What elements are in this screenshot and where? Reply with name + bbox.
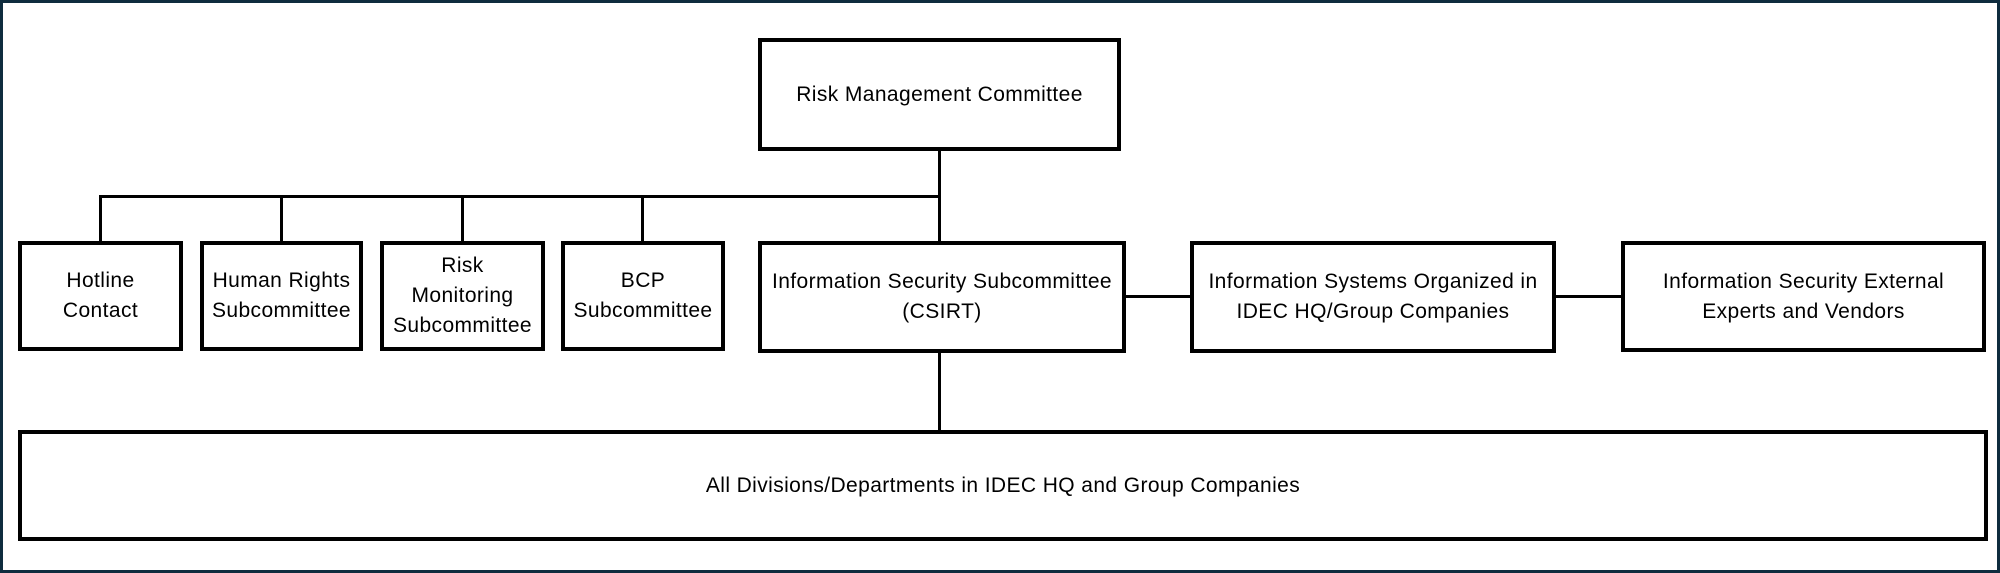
- connector-csirt-info-systems: [1124, 295, 1192, 298]
- node-risk-monitoring-subcommittee: Risk Monitoring Subcommittee: [380, 241, 545, 351]
- node-bcp-subcommittee: BCP Subcommittee: [561, 241, 725, 351]
- node-information-security-external-experts: Information Security External Experts an…: [1621, 241, 1986, 352]
- node-information-systems-idec-hq-group: Information Systems Organized in IDEC HQ…: [1190, 241, 1556, 353]
- node-information-security-subcommittee-csirt: Information Security Subcommittee (CSIRT…: [758, 241, 1126, 353]
- connector-info-systems-external: [1554, 295, 1623, 298]
- connector-drop-risk-monitoring: [461, 196, 464, 241]
- node-all-divisions-departments: All Divisions/Departments in IDEC HQ and…: [18, 430, 1988, 541]
- connector-drop-human-rights: [280, 196, 283, 241]
- connector-drop-bcp: [641, 196, 644, 241]
- node-hotline-contact: Hotline Contact: [18, 241, 183, 351]
- connector-horizontal-bus: [99, 195, 941, 198]
- node-human-rights-subcommittee: Human Rights Subcommittee: [200, 241, 363, 351]
- connector-drop-hotline: [99, 196, 102, 241]
- node-risk-management-committee: Risk Management Committee: [758, 38, 1121, 151]
- connector-trunk-bottom: [938, 351, 941, 430]
